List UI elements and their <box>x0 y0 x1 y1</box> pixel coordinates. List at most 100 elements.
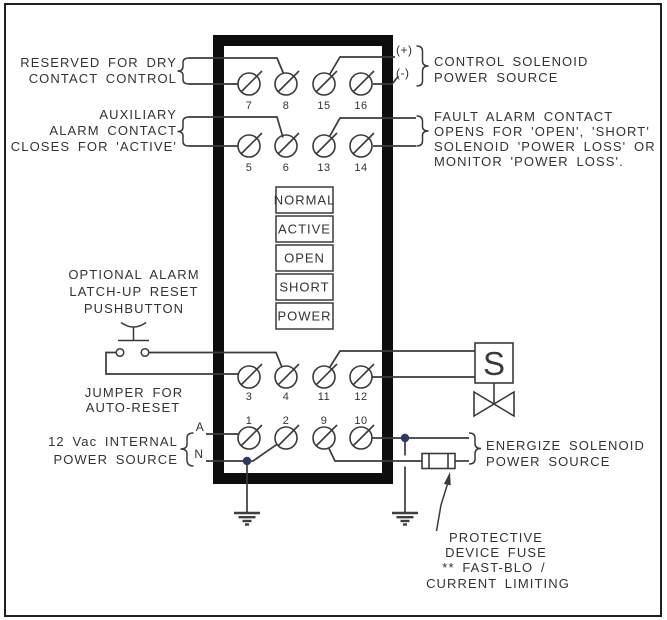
terminal-1: 1 <box>237 415 263 450</box>
terminal-slash <box>352 132 375 155</box>
wire-terminal-13-to-fault <box>328 117 416 137</box>
status-label-normal: NORMAL <box>274 193 336 208</box>
terminal-5: 5 <box>237 132 263 174</box>
terminal-7: 7 <box>237 70 263 112</box>
page-border <box>4 3 662 617</box>
terminal-13: 13 <box>312 132 338 174</box>
braces <box>177 45 482 467</box>
ground-icon-left <box>234 511 260 526</box>
brace-fault-alarm <box>416 115 429 147</box>
terminal-slash <box>240 424 263 447</box>
terminal-slash <box>277 424 300 447</box>
status-cell <box>275 244 334 272</box>
brace-internal-power <box>180 432 194 467</box>
terminal-screw-icon <box>274 72 298 96</box>
annotation-line: PUSHBUTTON <box>84 301 184 316</box>
status-label-active: ACTIVE <box>278 222 331 237</box>
annotation-energize-power: ENERGIZE SOLENOID POWER SOURCE <box>486 438 644 469</box>
terminal-number: 10 <box>354 415 367 427</box>
terminal-6: 6 <box>274 132 300 174</box>
pushbutton-cap <box>120 321 147 328</box>
annotation-internal-power: 12 Vac INTERNAL POWER SOURCE A N <box>48 420 204 467</box>
terminal-screw-icon <box>274 365 298 389</box>
terminal-slash <box>315 424 338 447</box>
pushbutton-contact-left <box>115 347 125 358</box>
terminal-screw-icon <box>237 365 261 389</box>
terminal-slash <box>315 70 338 93</box>
solenoid-symbol: S <box>473 342 515 418</box>
terminal-number: 15 <box>317 100 330 112</box>
terminal-number: 8 <box>283 100 290 112</box>
terminal-slash <box>240 70 263 93</box>
status-label-open: OPEN <box>284 251 325 266</box>
polarity-minus-label: (-) <box>396 66 410 80</box>
terminal-row-4: 1 2 9 10 <box>237 415 375 450</box>
terminal-11: 11 <box>312 363 338 403</box>
terminal-screw-icon <box>312 365 336 389</box>
terminal-screw-icon <box>237 426 261 450</box>
annotation-line: POWER SOURCE <box>53 452 178 467</box>
terminal-screw-icon <box>349 365 373 389</box>
terminal-number: 6 <box>283 162 290 174</box>
valve-icon-right <box>492 390 515 418</box>
wires <box>105 56 475 512</box>
wire-terminal-9-to-fuse <box>327 447 422 462</box>
line-n-label: N <box>194 447 203 461</box>
annotation-line: CONTROL SOLENOID <box>434 54 588 69</box>
annotation-line: AUXILIARY <box>99 107 177 122</box>
terminal-slash <box>240 363 263 386</box>
wire-pushbutton-to-terminal-4 <box>148 351 283 368</box>
terminal-number: 16 <box>354 100 367 112</box>
terminal-screw-icon <box>312 134 336 158</box>
enclosure-outline <box>213 35 393 484</box>
terminal-number: 2 <box>283 415 290 427</box>
terminal-number: 1 <box>246 415 253 427</box>
solenoid-letter: S <box>483 345 505 382</box>
brace-energize-power <box>468 432 482 465</box>
status-indicator-stack: NORMAL ACTIVE OPEN SHORT POWER <box>274 186 336 330</box>
status-cell <box>275 215 334 243</box>
terminal-number: 4 <box>283 391 290 403</box>
terminal-screw-icon <box>312 72 336 96</box>
status-cell <box>275 186 334 214</box>
annotation-line: POWER SOURCE <box>486 454 611 469</box>
wire-aux-to-terminal-6 <box>189 116 284 138</box>
annotation-line: CLOSES FOR 'ACTIVE' <box>11 139 177 154</box>
fuse-body <box>421 452 456 470</box>
terminal-14: 14 <box>349 132 375 174</box>
terminal-8: 8 <box>274 70 300 112</box>
status-label-short: SHORT <box>279 280 329 295</box>
valve-icon-left <box>473 390 496 418</box>
terminal-number: 5 <box>246 162 253 174</box>
terminal-2: 2 <box>274 415 300 450</box>
terminal-row-1: 7 8 15 16 <box>237 70 375 112</box>
annotation-line: FAULT ALARM CONTACT <box>434 109 613 124</box>
wire-terminal-16-to-minus <box>373 75 400 85</box>
brace-control-power <box>416 45 429 87</box>
terminal-9: 9 <box>312 415 338 450</box>
annotation-line: OPTIONAL ALARM <box>68 267 199 282</box>
annotation-line: JUMPER FOR <box>85 385 184 400</box>
wire-pushbutton-to-terminal-3 <box>105 351 239 375</box>
arrow-head <box>443 472 451 486</box>
terminal-row-2: 5 6 13 14 <box>237 132 375 174</box>
terminal-number: 14 <box>354 162 367 174</box>
terminal-number: 9 <box>321 415 328 427</box>
terminal-screw-icon <box>237 72 261 96</box>
terminal-10: 10 <box>349 415 375 450</box>
fuse-pointer-arrow <box>435 472 451 532</box>
terminal-screw-icon <box>349 426 373 450</box>
status-label-power: POWER <box>277 309 331 324</box>
terminal-screw-icon <box>274 426 298 450</box>
annotation-line: 12 Vac INTERNAL <box>48 434 178 449</box>
terminal-number: 11 <box>318 391 330 403</box>
annotation-line: LATCH-UP RESET <box>69 284 198 299</box>
pushbutton-icon <box>115 321 150 358</box>
terminal-screw-icon <box>349 134 373 158</box>
terminal-12: 12 <box>349 363 375 403</box>
terminal-slash <box>277 132 300 155</box>
annotation-line: CONTACT CONTROL <box>29 71 177 86</box>
terminal-slash <box>277 70 300 93</box>
fuse-icon <box>421 452 456 470</box>
